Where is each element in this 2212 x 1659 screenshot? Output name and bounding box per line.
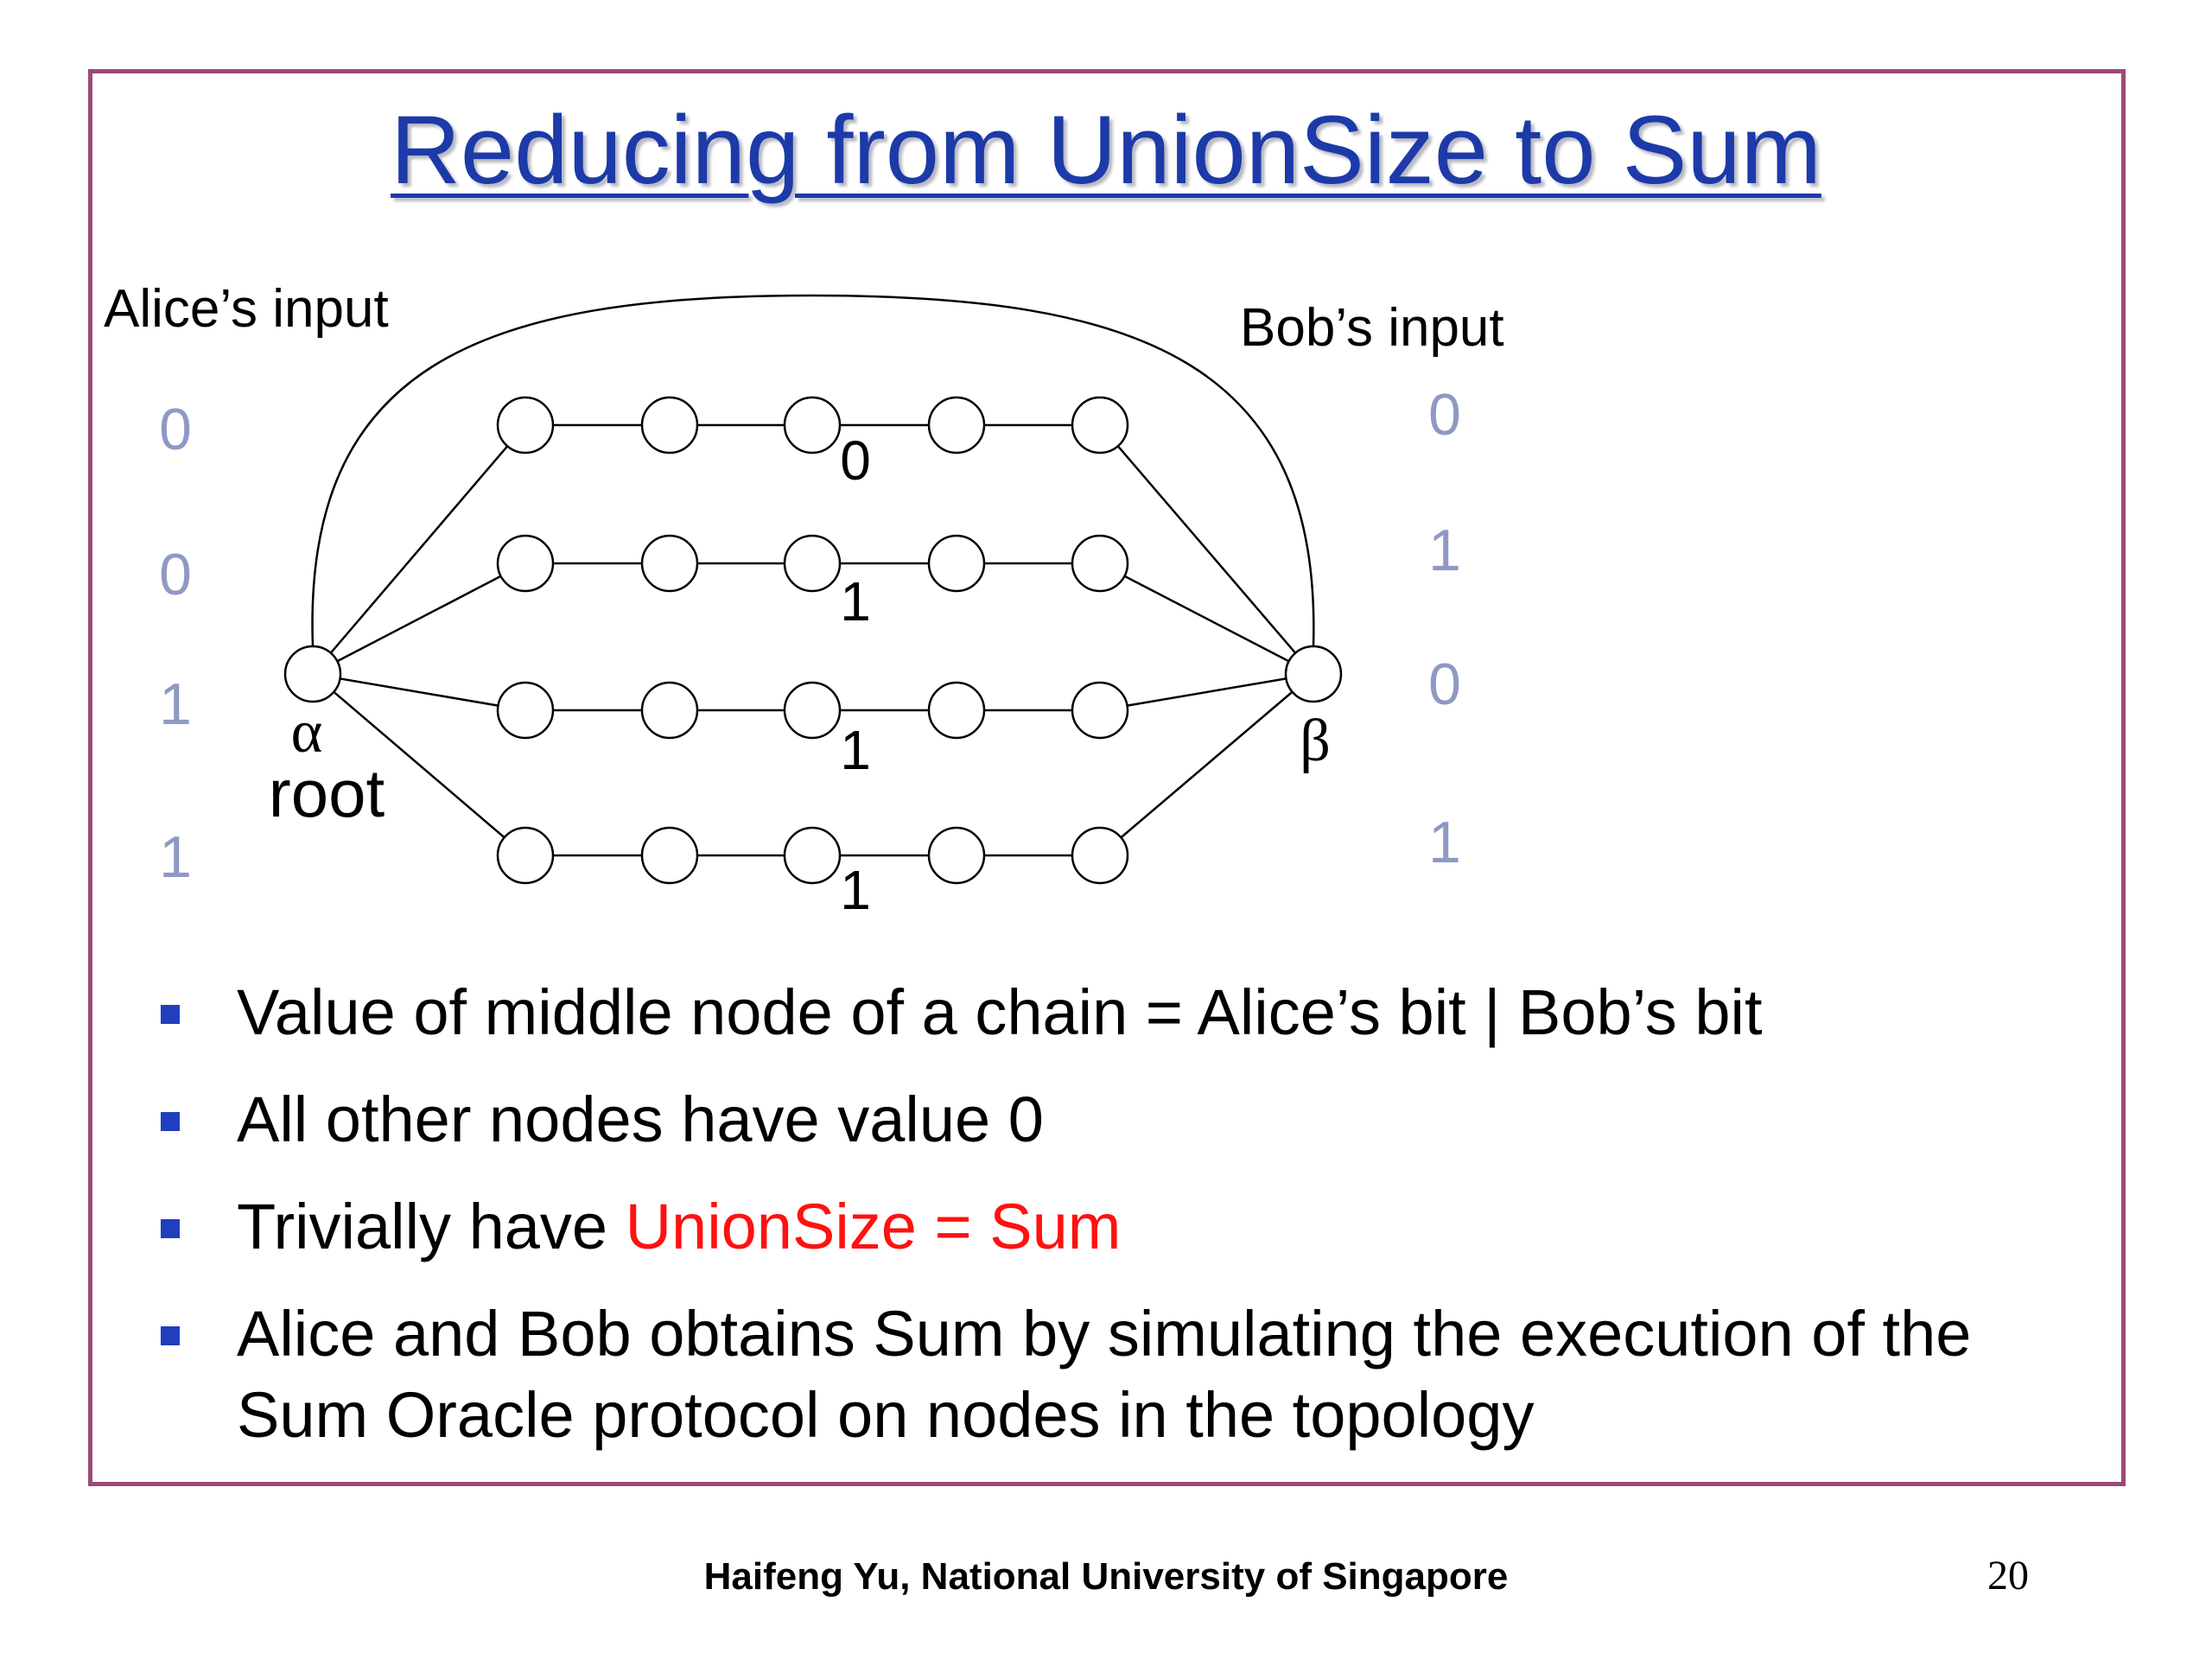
beta-label: β: [1300, 708, 1331, 774]
beta-edge: [1099, 673, 1314, 856]
slide-title: Reducing from UnionSize to Sum: [391, 96, 1821, 204]
chain-node: [927, 396, 986, 454]
chain-node: [1071, 396, 1129, 454]
chain-node: [927, 681, 986, 740]
chain-node: [640, 534, 699, 593]
chain-node: [1071, 534, 1129, 593]
chain-node: [496, 534, 555, 593]
alice-bit: 1: [159, 671, 192, 737]
bullet-text: All other nodes have value 0: [237, 1084, 1044, 1155]
bullet-text: Alice and Bob obtains Sum by simulating …: [237, 1298, 1972, 1451]
middle-node-value: 0: [840, 429, 871, 492]
slide-frame: [88, 69, 2126, 1486]
chain-node: [1071, 681, 1129, 740]
bullet-marker-icon: [161, 1326, 180, 1345]
alpha-edge: [312, 673, 526, 856]
middle-node-value: 1: [840, 570, 871, 632]
beta-node: [1284, 645, 1343, 703]
bullet-item: Trivially have UnionSize = Sum: [149, 1186, 2101, 1268]
chain-node: [496, 681, 555, 740]
chain-node: [640, 396, 699, 454]
bullet-marker-icon: [161, 1005, 180, 1024]
beta-edge: [1099, 424, 1314, 675]
bob-bit: 0: [1428, 382, 1461, 448]
bob-input-label: Bob’s input: [1240, 298, 1504, 358]
beta-edge: [1099, 562, 1314, 676]
middle-node: [783, 534, 842, 593]
bob-bit: 0: [1428, 652, 1461, 717]
chain-node: [496, 396, 555, 454]
bullet-text: Trivially have: [237, 1191, 626, 1262]
bullet-text: Value of middle node of a chain = Alice’…: [237, 976, 1763, 1048]
bob-bit: 1: [1428, 810, 1461, 875]
alpha-edge: [312, 424, 526, 675]
alpha-edge: [312, 672, 526, 712]
bullet-item: All other nodes have value 0: [149, 1079, 2101, 1160]
page-number: 20: [1987, 1553, 2029, 1599]
chain-node: [640, 826, 699, 885]
alpha-label: α: [291, 699, 323, 766]
chain-node: [927, 826, 986, 885]
footer-author: Haifeng Yu, National University of Singa…: [703, 1555, 1509, 1598]
chain-node: [1071, 826, 1129, 885]
highlighted-text: UnionSize = Sum: [625, 1191, 1122, 1262]
chain-node: [640, 681, 699, 740]
bob-bit: 1: [1428, 518, 1461, 583]
middle-node-value: 1: [840, 719, 871, 781]
bullet-marker-icon: [161, 1219, 180, 1238]
diagram-nodes: [283, 396, 1343, 885]
middle-node: [783, 396, 842, 454]
alice-bit: 0: [159, 397, 192, 462]
alpha-root-node: [283, 645, 342, 703]
top-arc-edge: [311, 294, 1315, 647]
bullet-item: Alice and Bob obtains Sum by simulating …: [149, 1294, 2101, 1456]
chain-node: [496, 826, 555, 885]
middle-node: [783, 681, 842, 740]
alice-bit: 1: [159, 824, 192, 890]
middle-node-value: 1: [840, 859, 871, 921]
root-label: root: [269, 755, 385, 831]
chain-node: [927, 534, 986, 593]
alice-bit: 0: [159, 542, 192, 607]
alice-input-label: Alice’s input: [104, 279, 389, 339]
alpha-edge: [312, 562, 526, 676]
bullet-item: Value of middle node of a chain = Alice’…: [149, 972, 2101, 1053]
middle-node: [783, 826, 842, 885]
diagram-labels: 0 1 1 1 Alice’s input Bob’s input 0 0 1 1 0 1 0 1 αroo…: [104, 279, 1504, 921]
bullet-marker-icon: [161, 1112, 180, 1131]
bullet-list: Value of middle node of a chain = Alice’…: [149, 972, 2101, 1482]
beta-edge: [1099, 672, 1314, 712]
